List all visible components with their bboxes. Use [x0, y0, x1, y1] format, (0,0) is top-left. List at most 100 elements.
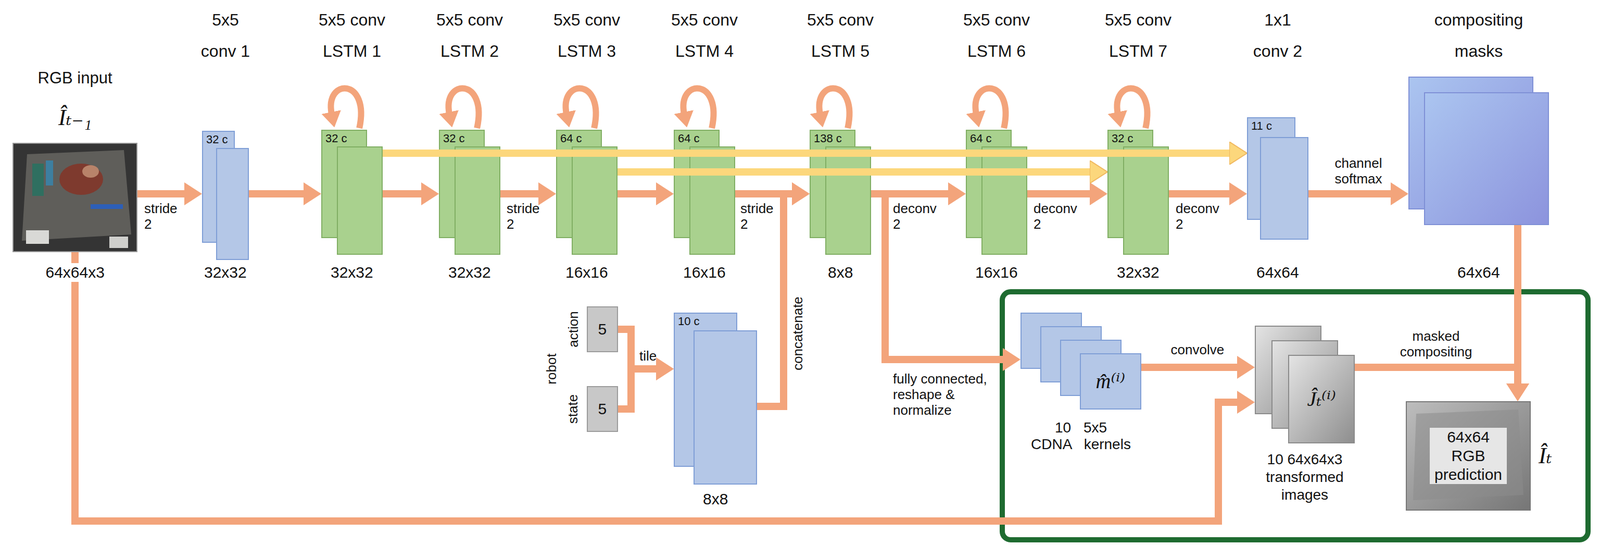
layer-sheet: [216, 148, 249, 260]
flow-arrow: [618, 368, 659, 409]
flow-arrow: [1354, 367, 1518, 386]
node-outline: [1254, 325, 1355, 444]
photo-tray: [21, 149, 132, 241]
node-outline: [673, 312, 758, 485]
channel-count: 10 c: [677, 315, 700, 328]
stack-label: 10 64x64x3 transformed images: [1260, 450, 1350, 504]
node-outline: [673, 129, 736, 255]
layer-header: 5x5 conv LSTM 2: [430, 4, 509, 67]
layer-sheet: [572, 146, 617, 255]
kernel-stack: m̂⁽ⁱ⁾10 5x5 CDNA kernels: [1020, 312, 1142, 410]
layer-sheet: [337, 146, 383, 255]
recurrence-loop: [819, 87, 850, 129]
layer-sheet: [1288, 355, 1355, 443]
flow-arrow: [248, 190, 306, 198]
photo-object: [82, 165, 99, 178]
math-symbol: Îₜ: [1538, 442, 1553, 470]
flow-arrow: [382, 190, 424, 198]
size-label: 32x32: [204, 262, 247, 282]
layer-header: 5x5 conv LSTM 3: [547, 4, 626, 67]
highlight-frame: [1002, 291, 1589, 540]
photo-object: [26, 230, 49, 244]
flow-arrow: [757, 193, 795, 407]
flow-arrow: [871, 190, 951, 198]
edge-label: concatenate: [789, 296, 806, 371]
value-box: [587, 306, 618, 352]
recurrence-loop: [683, 87, 714, 129]
size-label: 16x16: [975, 262, 1018, 282]
flow-arrow: [137, 190, 187, 198]
size-label: 16x16: [683, 262, 726, 282]
tiled-tensor: 10 c8x8: [673, 312, 758, 485]
layer-header: compositing masks: [1430, 4, 1528, 67]
layer-header: 5x5 conv LSTM 1: [312, 4, 392, 67]
input-photo: [12, 142, 138, 253]
size-label: 8x8: [702, 489, 728, 509]
size-label: 32x32: [448, 262, 491, 282]
layer-header: 1x1 conv 2: [1249, 4, 1306, 67]
recurrence-loops: [331, 87, 1148, 129]
mask-stack: compositing masks64x64: [1408, 76, 1549, 225]
recurrence-loop: [975, 87, 1006, 129]
channel-count: 64 c: [560, 132, 583, 145]
conv-lstm-layer: 5x5 conv LSTM 664 c16x16: [965, 129, 1028, 255]
input-box: state5: [586, 385, 619, 432]
photo-object: [59, 163, 104, 195]
edge-label: stride 2: [740, 200, 777, 232]
size-label: 32x32: [1116, 262, 1160, 282]
node-outline: [1246, 117, 1309, 240]
stack-label: 10 5x5 CDNA kernels: [1029, 419, 1133, 453]
photo-object: [45, 160, 54, 186]
layer-header: 5x5 conv 1: [197, 4, 254, 67]
recurrence-loop: [331, 87, 362, 129]
layer-sheet: [1123, 146, 1169, 255]
channel-count: 64 c: [677, 132, 700, 145]
node-outline: [1408, 76, 1549, 225]
flow-arrow: [1308, 190, 1393, 198]
layer-sheet: [455, 146, 500, 255]
conv-lstm-layer: 5x5 conv LSTM 5138 c8x8: [809, 129, 872, 255]
conv-lstm-layer: 5x5 conv LSTM 732 c32x32: [1107, 129, 1169, 255]
flow-arrow: [735, 190, 795, 198]
skip-connection: [382, 149, 1232, 157]
flow-arrow: [618, 329, 659, 369]
size-label: 64x64x3: [43, 262, 107, 282]
edge-label: deconv 2: [892, 200, 943, 232]
size-label: 8x8: [827, 262, 853, 282]
layer-sheet: [981, 146, 1027, 255]
conv-lstm-layer: 5x5 conv LSTM 364 c16x16: [556, 129, 618, 255]
flow-arrow: [1514, 224, 1522, 386]
layer-sheet: [1080, 353, 1141, 409]
photo-frame: [13, 143, 137, 252]
box-value: 5: [598, 319, 608, 339]
edge-label: deconv 2: [1175, 200, 1226, 232]
photo-object: [109, 236, 129, 248]
layer-header: 5x5 conv LSTM 6: [957, 4, 1036, 67]
flow-arrow: [1168, 190, 1232, 198]
prediction-region: [1413, 409, 1524, 500]
size-label: 64x64: [1457, 262, 1501, 282]
node-outline: [202, 130, 249, 260]
value-box: [587, 386, 618, 432]
node-outline: [1020, 312, 1142, 410]
channel-count: 32 c: [443, 132, 465, 145]
node-outline: [1107, 129, 1169, 255]
edge-label: stride 2: [506, 200, 544, 232]
math-symbol: m̂⁽ⁱ⁾: [1095, 368, 1126, 394]
input-image: RGB inputÎₜ₋₁64x64x3: [12, 142, 138, 253]
conv-lstm-layer: 5x5 conv LSTM 464 c16x16: [673, 129, 736, 255]
flow-arrow: [1141, 363, 1240, 371]
box-value: 5: [598, 399, 608, 419]
prediction-image: [1406, 401, 1531, 510]
photo-background: [12, 142, 138, 253]
output-image: 64x64 RGB predictionÎₜ: [1405, 400, 1531, 511]
recurrence-loop: [1117, 87, 1148, 129]
photo-object: [90, 204, 123, 209]
layer-sheet: [1424, 92, 1549, 225]
channel-count: 32 c: [1111, 132, 1134, 145]
input-box: action5: [586, 306, 619, 352]
flow-arrow: [617, 190, 659, 198]
edge-label: deconv 2: [1033, 200, 1083, 232]
edge-label: stride 2: [144, 200, 181, 232]
